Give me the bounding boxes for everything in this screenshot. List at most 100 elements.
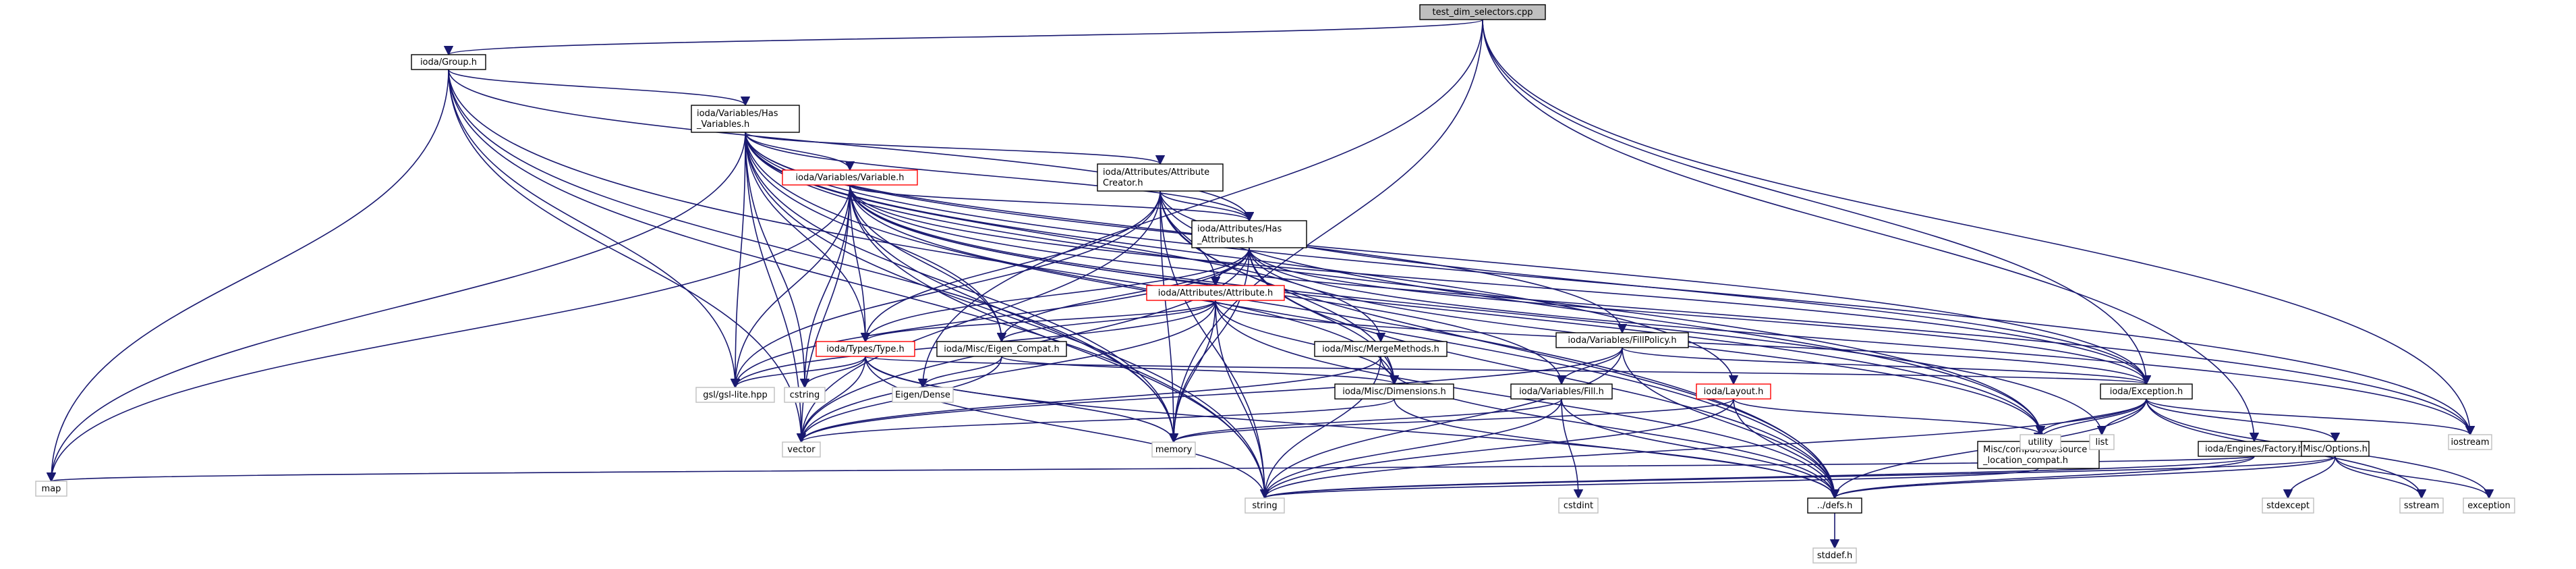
node-box [782, 441, 821, 458]
node-eigendense: Eigen/Dense [892, 387, 954, 403]
node-root[interactable]: test_dim_selectors.cpp [1419, 4, 1546, 20]
edge-eigencompat-to-dimensions [1001, 356, 1399, 385]
node-variable[interactable]: ioda/Variables/Variable.h [782, 169, 918, 186]
edge-hasvars-to-hasatts [745, 132, 1255, 222]
node-box [1812, 547, 1857, 564]
node-attribute[interactable]: ioda/Attributes/Attribute.h [1146, 285, 1285, 301]
edge-hasvars-to-utility [745, 132, 2046, 436]
edge-attcreator-to-string [1160, 190, 1270, 499]
node-type[interactable]: ioda/Types/Type.h [815, 341, 915, 357]
node-label: _Variables.h [696, 119, 749, 130]
edge-variable-to-map [46, 184, 851, 483]
node-cstdint: cstdint [1558, 497, 1599, 514]
node-exception[interactable]: ioda/Exception.h [2100, 383, 2193, 400]
node-box [411, 54, 486, 70]
edge-options-to-defs [1830, 456, 2336, 499]
node-box [1244, 497, 1285, 514]
node-fillpolicy[interactable]: ioda/Variables/FillPolicy.h [1555, 332, 1689, 348]
node-group[interactable]: ioda/Group.h [411, 54, 486, 70]
edge-options-to-string [1260, 456, 2336, 499]
node-stddef: stddef.h [1812, 547, 1857, 564]
node-box [1151, 441, 1196, 458]
node-label: cstdint [1564, 501, 1593, 511]
edge-fillpolicy-to-defs [1622, 347, 1840, 499]
node-label: ioda/Engines/Factory.h [2205, 444, 2303, 454]
edge-variable-to-type [849, 184, 871, 343]
node-label: ioda/Misc/Dimensions.h [1342, 387, 1446, 397]
node-stdexcept: stdexcept [2262, 497, 2314, 514]
edge-hasvars-to-attcreator [745, 132, 1165, 165]
edge-fillpolicy-to-string [1259, 347, 1623, 499]
node-box [35, 481, 67, 497]
node-box [2463, 497, 2515, 514]
node-string: string [1244, 497, 1285, 514]
edge-exception-to-options [2146, 398, 2341, 443]
node-label: map [42, 484, 61, 494]
edge-hasatts-to-exception [1249, 247, 2152, 385]
edge-root-to-group [444, 19, 1483, 56]
node-label: _location_compat.h [1982, 456, 2068, 466]
node-label: vector [787, 445, 815, 455]
node-label: ioda/Attributes/Attribute [1103, 167, 1209, 178]
node-box [1314, 341, 1448, 357]
node-layout[interactable]: ioda/Layout.h [1696, 383, 1771, 400]
node-label: ioda/Attributes/Has [1197, 224, 1282, 234]
edge-variable-to-utility [849, 184, 2046, 436]
node-memory: memory [1151, 441, 1196, 458]
nodes-layer: test_dim_selectors.cpp ioda/Group.h ioda/V… [35, 4, 2515, 564]
node-box [784, 387, 826, 403]
node-merge[interactable]: ioda/Misc/MergeMethods.h [1314, 341, 1448, 357]
node-box [1555, 332, 1689, 348]
node-box [1146, 285, 1285, 301]
node-box [691, 105, 800, 133]
edge-hasatts-to-type [860, 247, 1250, 343]
node-label: utility [2028, 437, 2053, 448]
node-box [782, 169, 918, 186]
edge-hasvars-to-eigencompat [745, 132, 1007, 343]
edge-type-to-exception [865, 356, 2150, 385]
edge-group-to-memory [448, 69, 1179, 443]
edge-exception-to-string [1260, 398, 2147, 499]
edge-merge-to-vector [796, 356, 1381, 443]
node-dimensions[interactable]: ioda/Misc/Dimensions.h [1334, 383, 1454, 400]
node-vector: vector [782, 441, 821, 458]
edge-variable-to-dimensions [849, 184, 1400, 385]
edge-hasvars-to-string [745, 132, 1270, 499]
edge-group-to-hasvars [448, 69, 750, 107]
edge-exception-to-list [2096, 398, 2147, 436]
edge-fillpolicy-to-vector [797, 347, 1623, 443]
edge-exception-to-iostream [2146, 398, 2475, 436]
edge-attribute-to-eigencompat [996, 300, 1216, 343]
node-factory[interactable]: ioda/Engines/Factory.h [2198, 441, 2311, 457]
edge-variable-to-iostream [849, 184, 2475, 436]
node-iostream: iostream [2448, 434, 2492, 450]
edge-hasvars-to-type [745, 132, 871, 343]
node-options[interactable]: Misc/Options.h [2301, 441, 2370, 457]
node-hasvars[interactable]: ioda/Variables/Has_Variables.h [691, 105, 800, 133]
edge-variable-to-hasatts [849, 184, 1254, 222]
node-box [2089, 434, 2115, 450]
edge-root-to-memory [1168, 19, 1483, 443]
node-defs[interactable]: ../defs.h [1807, 497, 1862, 514]
edge-attribute-to-memory [1168, 300, 1216, 443]
edge-type-to-defs [865, 356, 1840, 499]
node-box [1334, 383, 1454, 400]
node-label: ioda/Types/Type.h [826, 344, 904, 354]
node-label: ioda/Group.h [420, 57, 477, 67]
edge-hasvars-to-map [46, 132, 746, 483]
edge-type-to-gsl [730, 356, 866, 389]
edge-hasatts-to-iostream [1249, 247, 2475, 436]
node-hasatts[interactable]: ioda/Attributes/Has_Attributes.h [1191, 220, 1307, 248]
node-fill[interactable]: ioda/Variables/Fill.h [1510, 383, 1613, 400]
edges-layer [46, 19, 2494, 549]
node-box [695, 387, 775, 403]
edge-group-to-map [46, 69, 449, 483]
node-eigencompat[interactable]: ioda/Misc/Eigen_Compat.h [936, 341, 1067, 357]
node-label: gsl/gsl-lite.hpp [703, 390, 768, 400]
node-box [2301, 441, 2370, 457]
node-sstream: sstream [2399, 497, 2444, 514]
node-utility: utility [2020, 434, 2061, 450]
edge-layout-to-utility [1733, 398, 2045, 436]
node-label: cstring [790, 390, 820, 400]
